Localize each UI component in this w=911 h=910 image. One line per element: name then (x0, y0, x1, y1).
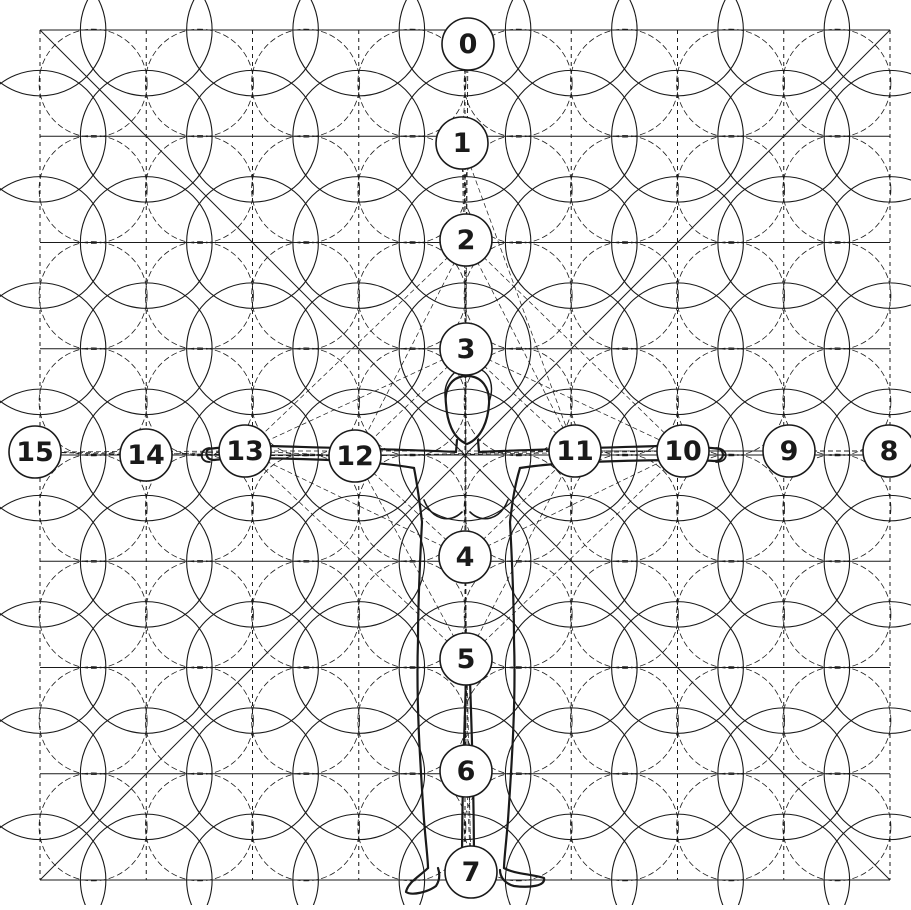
node-6: 6 (440, 745, 492, 797)
node-10: 10 (657, 425, 709, 477)
node-7: 7 (445, 846, 497, 898)
node-9: 9 (763, 425, 815, 477)
node-13: 13 (219, 425, 271, 477)
node-label: 15 (16, 437, 54, 468)
node-label: 3 (457, 334, 476, 365)
node-1: 1 (436, 117, 488, 169)
node-5: 5 (440, 633, 492, 685)
node-3: 3 (440, 323, 492, 375)
node-label: 9 (780, 436, 799, 467)
node-15: 15 (9, 426, 61, 478)
node-8: 8 (863, 425, 911, 477)
node-2: 2 (440, 214, 492, 266)
node-label: 0 (459, 29, 478, 60)
node-0: 0 (442, 18, 494, 70)
node-label: 5 (457, 644, 476, 675)
node-label: 6 (457, 756, 476, 787)
node-label: 4 (456, 542, 475, 573)
node-11: 11 (549, 425, 601, 477)
node-label: 1 (453, 128, 472, 159)
node-label: 13 (226, 436, 264, 467)
node-4: 4 (439, 531, 491, 583)
node-label: 2 (457, 225, 476, 256)
node-label: 10 (664, 436, 702, 467)
node-label: 14 (127, 440, 165, 471)
node-12: 12 (329, 430, 381, 482)
node-14: 14 (120, 429, 172, 481)
node-label: 11 (556, 436, 594, 467)
node-label: 7 (462, 857, 481, 888)
node-label: 8 (880, 436, 899, 467)
node-label: 12 (336, 441, 374, 472)
